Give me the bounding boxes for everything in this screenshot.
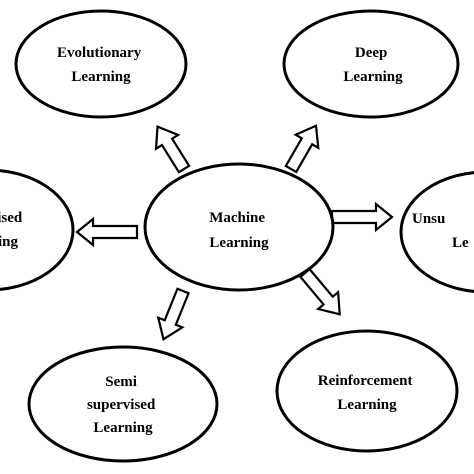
node-semi-supervised-learning: Semi supervised Learning (27, 345, 219, 463)
semi-supervised-label-line-1: Semi (105, 374, 137, 390)
center-label-line-1: Machine (209, 210, 265, 226)
unsupervised-label-line-1: Unsu (412, 211, 445, 227)
evolutionary-label-line-1: Evolutionary (57, 45, 142, 61)
arrow-to-evolutionary (154, 125, 191, 174)
center-label-line-2: Learning (209, 235, 269, 251)
semi-supervised-label-line-3: Learning (93, 420, 153, 436)
node-supervised-learning: ised ing (0, 169, 75, 291)
arrow-to-deep (284, 124, 320, 174)
svg-text:ised ing: ised ing (0, 210, 26, 250)
svg-text:Semi supervised: Semi supervised Learning (87, 374, 159, 436)
deep-label-line-2: Learning (343, 69, 403, 85)
arrow-to-supervised (75, 216, 139, 248)
evolutionary-label-line-2: Learning (71, 69, 131, 85)
svg-text:Evolutionary Learning: Evolutionary Learning (57, 45, 145, 85)
supervised-label-line-1: ised (0, 210, 23, 226)
semi-supervised-label-line-2: supervised (87, 397, 156, 413)
arrow-to-unsupervised (330, 201, 394, 233)
reinforcement-label-line-2: Learning (337, 397, 397, 413)
reinforcement-label-line-1: Reinforcement (318, 373, 413, 389)
svg-text:Reinforcement Learning: Reinforcement Learning (318, 373, 416, 413)
arrow-to-semi-supervised (156, 287, 190, 341)
unsupervised-label-line-2: Le (452, 235, 469, 251)
deep-label-line-1: Deep (355, 45, 388, 61)
node-unsupervised-learning: Unsu Le (399, 171, 474, 293)
svg-text:Machine Learning: Machine Learning (209, 210, 269, 251)
node-machine-learning: Machine Learning (143, 162, 335, 292)
node-evolutionary-learning: Evolutionary Learning (14, 9, 188, 119)
node-reinforcement-learning: Reinforcement Learning (275, 329, 459, 453)
svg-text:Deep Learning: Deep Learning (343, 45, 403, 85)
node-deep-learning: Deep Learning (282, 9, 460, 119)
supervised-label-line-2: ing (0, 234, 18, 250)
svg-text:Unsu Le: Unsu Le (412, 211, 469, 251)
arrow-to-reinforcement (298, 267, 341, 316)
